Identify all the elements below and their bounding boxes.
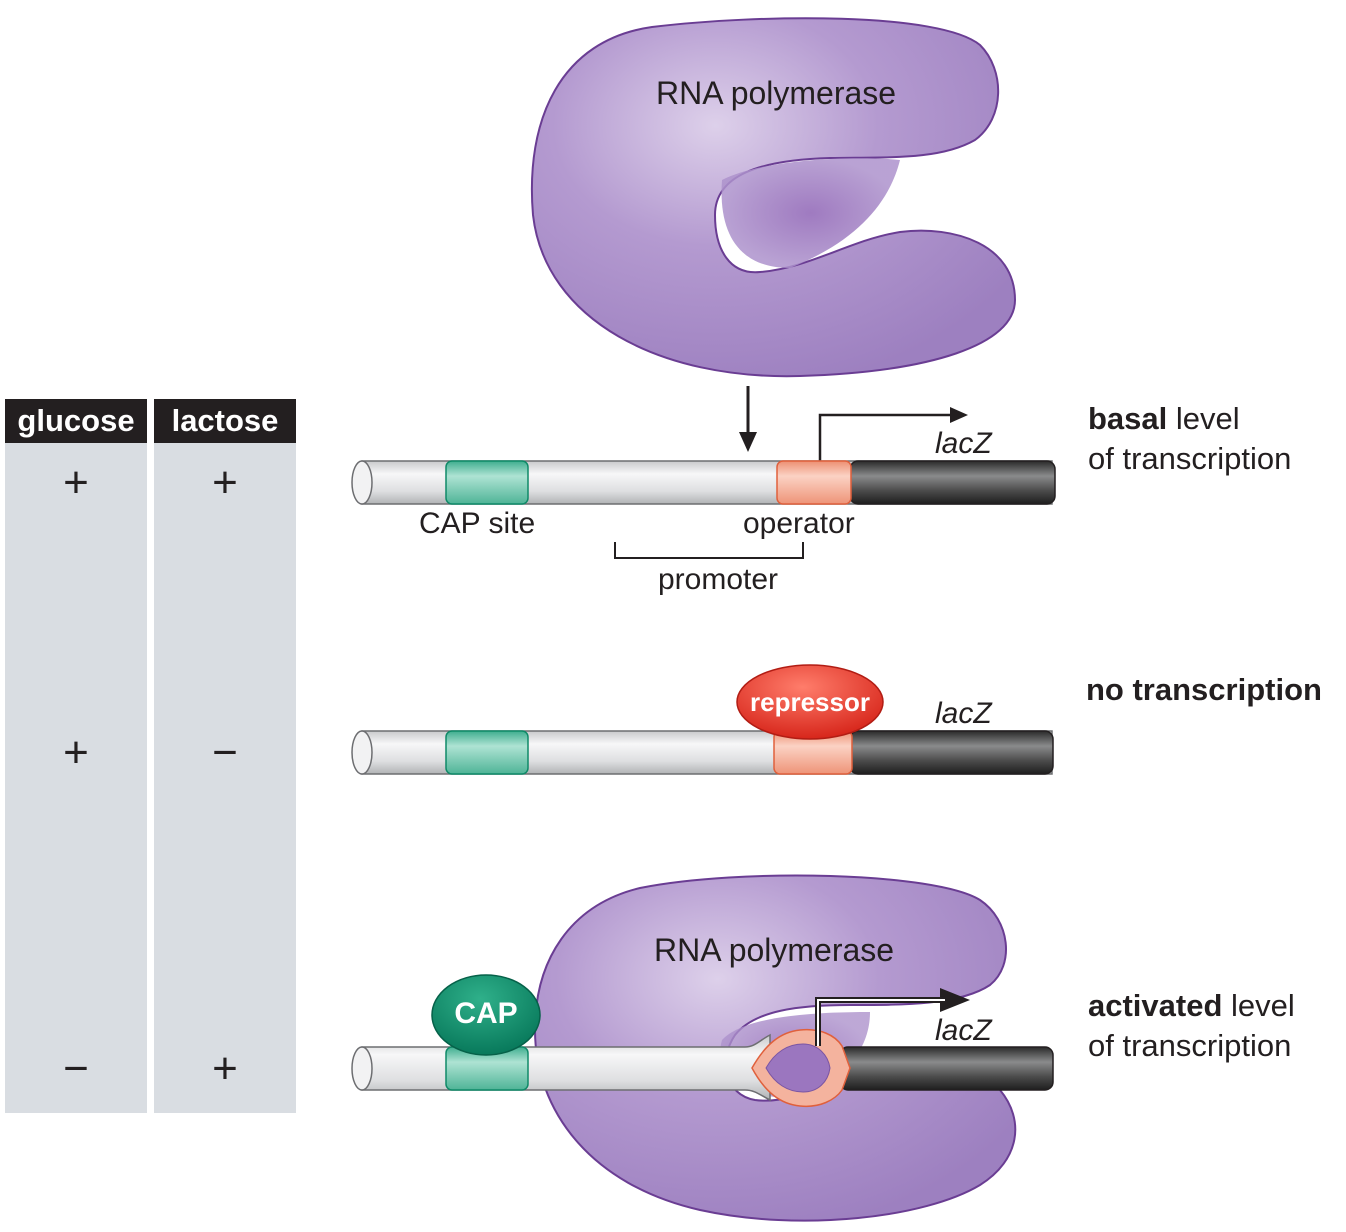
status-activated-line2: of transcription	[1088, 1028, 1292, 1063]
lacz-label-1: lacZ	[935, 427, 992, 460]
lactose-sign-row2: −	[212, 728, 238, 777]
lacz-label-2: lacZ	[935, 697, 992, 730]
status-basal-line2: of transcription	[1088, 441, 1292, 476]
lacz-gene-3	[839, 1046, 1054, 1091]
status-basal-bold: basal	[1088, 401, 1168, 436]
glucose-column	[5, 443, 147, 1113]
promoter-bracket	[614, 542, 804, 559]
lactose-column	[154, 443, 296, 1113]
cap-site-2	[445, 730, 529, 775]
status-activated-rest: level	[1231, 988, 1295, 1023]
operator-1	[776, 460, 852, 505]
status-activated-bold: activated	[1088, 988, 1223, 1023]
operator-label: operator	[743, 507, 855, 540]
dna-row-2	[351, 730, 1054, 775]
repressor-blob	[736, 664, 884, 740]
promoter-label: promoter	[658, 563, 779, 596]
dna-row-1	[351, 460, 1056, 505]
status-basal: basal level	[1088, 399, 1240, 439]
status-no-transcription: no transcription	[1086, 672, 1322, 707]
status-activated: activated level	[1088, 986, 1295, 1026]
lacz-gene-1	[849, 460, 1056, 505]
lacz-gene-2	[849, 730, 1054, 775]
lactose-sign-row1: +	[212, 458, 238, 507]
cap-protein	[431, 974, 541, 1056]
rna-polymerase-top	[530, 17, 1017, 378]
glucose-sign-row1: +	[63, 458, 89, 507]
cap-site-1	[445, 460, 529, 505]
cap-site-label: CAP site	[419, 507, 536, 540]
lacz-label-3: lacZ	[935, 1014, 992, 1047]
lactose-sign-row3: +	[212, 1044, 238, 1093]
rna-polymerase-label-bottom: RNA polymerase	[654, 932, 895, 968]
status-basal-rest: level	[1175, 401, 1240, 436]
repressor-label: repressor	[750, 687, 870, 717]
glucose-header: glucose	[5, 399, 147, 443]
transcription-start-arrow-1	[818, 413, 952, 462]
rna-polymerase-label-top: RNA polymerase	[656, 75, 897, 111]
glucose-sign-row2: +	[63, 728, 89, 777]
glucose-sign-row3: −	[63, 1044, 89, 1093]
lactose-header: lactose	[154, 399, 296, 443]
cap-label: CAP	[454, 997, 518, 1030]
